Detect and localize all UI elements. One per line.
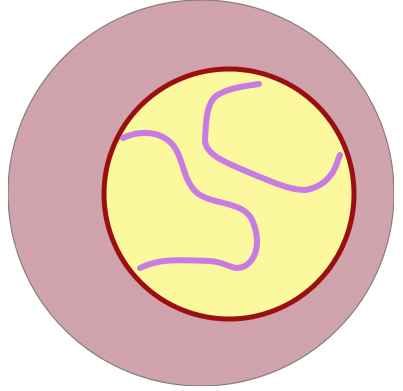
nucleus xyxy=(104,69,354,319)
